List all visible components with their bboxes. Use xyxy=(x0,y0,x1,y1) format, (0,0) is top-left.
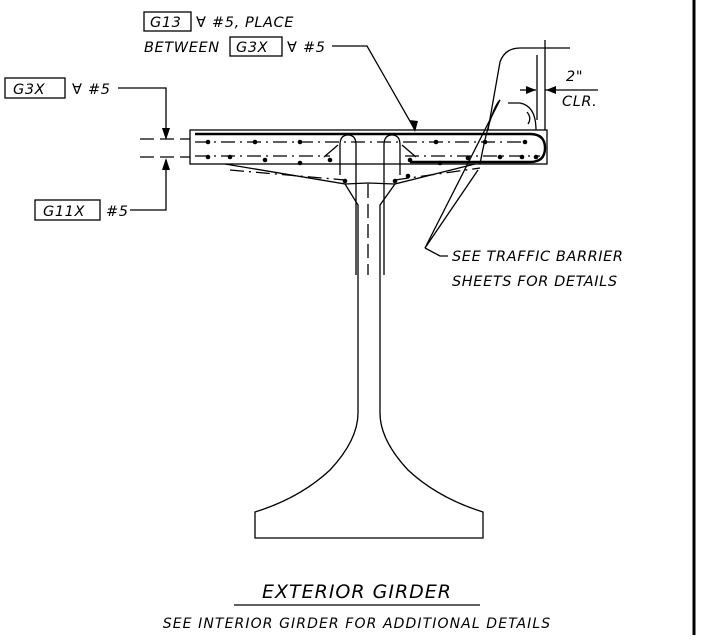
drawing-title: EXTERIOR GIRDER xyxy=(262,581,452,603)
rebar-dot xyxy=(205,154,211,160)
top-rebar-mat xyxy=(195,102,547,164)
rebar-dot xyxy=(522,139,528,145)
rebar-dot xyxy=(392,178,398,184)
g11x-text: #5 xyxy=(106,204,129,220)
label-g13: G13 ∀ #5, PLACE BETWEEN G3X ∀ #5 xyxy=(143,11,418,132)
rebar-dot xyxy=(405,173,411,179)
girder-outline xyxy=(224,163,484,539)
clear-dim-value: 2" xyxy=(566,69,583,85)
rebar-dot xyxy=(433,139,439,145)
title-block: EXTERIOR GIRDER SEE INTERIOR GIRDER FOR … xyxy=(163,581,552,632)
rebar-dot xyxy=(205,139,211,145)
g3x-inline-tag: G3X xyxy=(236,40,269,56)
rebar-dot xyxy=(465,155,471,161)
g3x-left-tag: G3X xyxy=(13,82,46,98)
rebar-dot xyxy=(342,178,348,184)
g3x-left-text: #5 xyxy=(88,82,111,98)
rebar-dot xyxy=(519,154,525,160)
rebar-dots xyxy=(205,139,539,184)
rebar-dot xyxy=(262,157,268,163)
label-g11x: G11X #5 xyxy=(34,158,170,221)
drawing-subtitle: SEE INTERIOR GIRDER FOR ADDITIONAL DETAI… xyxy=(163,616,552,632)
g13-tag: G13 xyxy=(150,15,182,31)
rebar-dot xyxy=(497,154,503,160)
bottom-rebar-mat xyxy=(195,99,540,275)
bar-symbol-icon: ∀ xyxy=(287,40,298,56)
between-text: BETWEEN xyxy=(144,40,220,56)
rebar-dot xyxy=(252,139,258,145)
rebar-dot xyxy=(407,157,413,163)
clear-dimension: 2" CLR. xyxy=(520,55,598,120)
rebar-dot xyxy=(437,160,443,166)
rebar-dot xyxy=(482,139,488,145)
g11x-tag: G11X xyxy=(43,204,85,220)
rebar-dot xyxy=(327,157,333,163)
clear-dim-text: CLR. xyxy=(562,94,597,110)
rebar-dot xyxy=(297,139,303,145)
bar-symbol-icon: ∀ xyxy=(72,82,83,98)
rebar-dot xyxy=(297,160,303,166)
g3x-inline-text: #5 xyxy=(303,40,326,56)
bar-symbol-icon: ∀ xyxy=(196,15,207,31)
g13-text: #5, PLACE xyxy=(212,15,294,31)
rebar-dot xyxy=(227,154,233,160)
deck-slab xyxy=(140,129,548,165)
see-barrier-line1: SEE TRAFFIC BARRIER xyxy=(452,249,624,265)
see-barrier-line2: SHEETS FOR DETAILS xyxy=(452,274,618,290)
rebar-dot xyxy=(533,154,539,160)
label-g3x-left: G3X ∀ #5 xyxy=(4,77,170,140)
leader-traffic-barrier: SEE TRAFFIC BARRIER SHEETS FOR DETAILS xyxy=(424,99,624,290)
traffic-barrier xyxy=(487,47,570,131)
